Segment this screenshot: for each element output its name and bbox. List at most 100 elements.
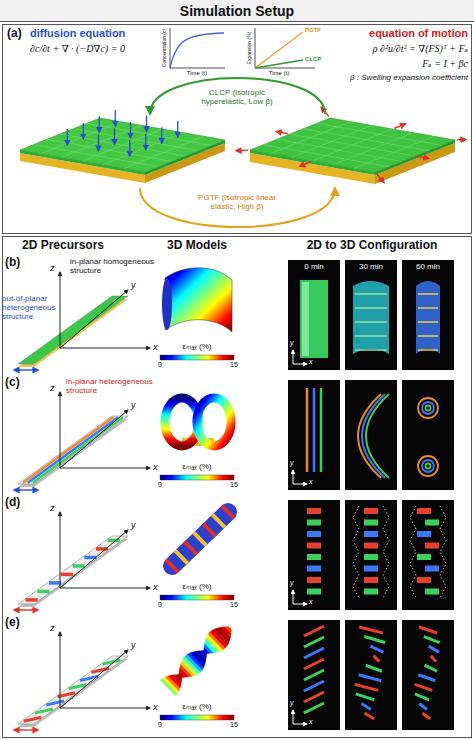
time-label: 60 min — [416, 262, 440, 271]
twisted-segment — [419, 627, 437, 633]
sample-highlight — [302, 282, 309, 356]
flux-arrow — [115, 110, 116, 126]
model-3d — [197, 651, 207, 661]
active-segment — [61, 573, 73, 577]
photo-axis — [293, 590, 294, 604]
active-segment — [37, 590, 49, 594]
colorbar-tick: 15 — [230, 601, 238, 609]
column-header: 2D to 3D Configuration — [307, 239, 438, 253]
axis-label: x — [153, 342, 158, 352]
material-label: CLCP (isotropic hyperelastic, Low β) — [187, 88, 287, 106]
zigzag — [353, 506, 359, 598]
photo-axis — [293, 350, 294, 364]
axis-label: z — [50, 383, 55, 393]
active-stripe — [306, 388, 309, 472]
colorbar-tick: 0 — [158, 361, 162, 369]
panel-a-art — [20, 28, 466, 227]
colorbar — [160, 715, 234, 720]
twisted-segment — [429, 646, 439, 652]
series-label: PGTF — [305, 27, 321, 34]
axis — [60, 410, 128, 468]
photo-frame — [402, 620, 454, 730]
axis-label: Expansion (%) — [247, 32, 253, 65]
active-segment — [49, 581, 61, 585]
curled-stripe — [366, 394, 389, 478]
photo-frame — [402, 500, 454, 610]
active-segment — [307, 566, 321, 572]
sample-band — [418, 293, 438, 295]
direction-arrow — [14, 489, 38, 490]
active-segment — [364, 531, 378, 537]
flux-arrow — [177, 121, 178, 137]
active-segment — [307, 577, 321, 583]
sample — [416, 281, 440, 354]
expansion-line — [255, 60, 303, 68]
active-segment — [304, 637, 324, 647]
photo-frame — [402, 260, 454, 370]
photo-axis — [293, 710, 294, 724]
flux-arrow — [130, 122, 131, 138]
expansion-arrow — [376, 174, 384, 183]
mesh-line — [317, 123, 442, 145]
model-edge — [162, 278, 172, 330]
row-art — [14, 260, 454, 370]
mesh-line — [83, 129, 163, 161]
series-label: CLCP — [305, 56, 321, 63]
colorbar — [160, 355, 234, 360]
structure-note: in-planar heterogeneous structure — [66, 377, 170, 395]
scroll — [418, 398, 438, 418]
twisted-segment — [415, 684, 433, 690]
active-segment — [364, 577, 378, 583]
direction-arrow — [14, 729, 38, 730]
active-segment — [417, 554, 431, 560]
diffusion-equation: ∂c/∂t + ∇ · (−D∇c) = 0 — [30, 43, 125, 55]
active-segment — [304, 692, 324, 702]
twisted-segment — [364, 713, 374, 719]
sample-band — [418, 321, 438, 323]
model-3d — [197, 398, 231, 446]
photo-frame — [345, 260, 397, 370]
axis-label: x — [153, 702, 158, 712]
axis-label: y — [131, 280, 136, 290]
cycle-arrow — [150, 78, 325, 114]
expansion-arrow — [394, 124, 405, 128]
twisted-segment — [431, 656, 436, 662]
axis-label: Time (t) — [187, 70, 207, 77]
axis — [60, 348, 150, 349]
active-segment — [364, 508, 378, 514]
model-3d — [172, 512, 228, 566]
colorbar-title: εₘₐₓ (%) — [183, 702, 212, 711]
colorbar-tick: 15 — [230, 721, 238, 729]
photo-frame — [288, 260, 340, 370]
model-band — [212, 515, 224, 528]
twisted-segment — [355, 684, 379, 690]
photo-frame — [345, 380, 397, 490]
active-segment — [364, 554, 378, 560]
figure-title: Simulation Setup — [0, 0, 474, 22]
active-segment — [425, 566, 439, 572]
mesh-line — [333, 133, 413, 165]
active-segment — [307, 508, 321, 514]
axis — [60, 272, 61, 348]
panel-letter: (d) — [5, 496, 20, 510]
axis — [60, 632, 61, 708]
axis — [60, 588, 150, 589]
photo-axis — [293, 484, 307, 485]
sample-band — [355, 335, 387, 337]
precursor-strip — [18, 416, 128, 484]
symbol-note: β : Swelling expansion coefficient — [350, 73, 468, 82]
colorbar-title: εₘₐₓ (%) — [183, 462, 212, 471]
active-stripe — [33, 417, 123, 482]
photo-axis — [293, 724, 307, 725]
axis-label: z — [50, 623, 55, 633]
photo-frame — [288, 500, 340, 610]
active-segment — [26, 598, 38, 602]
model-band — [203, 524, 215, 537]
row-art — [14, 380, 454, 490]
axis-label: y — [131, 400, 136, 410]
active-segment — [364, 520, 378, 526]
axis — [60, 290, 128, 348]
active-segment — [304, 648, 324, 658]
panel-letter: (a) — [7, 27, 22, 41]
